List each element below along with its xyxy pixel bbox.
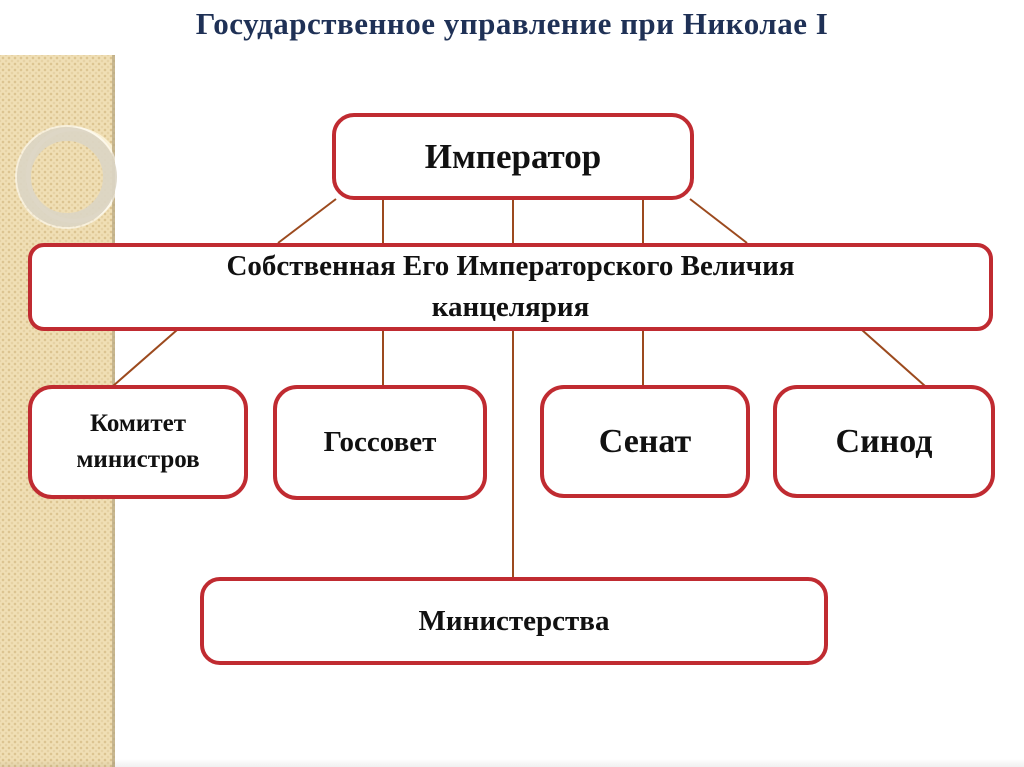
page-bottom-shadow <box>0 759 1024 767</box>
node-senate: Сенат <box>540 385 750 498</box>
node-label: Синод <box>835 422 933 460</box>
connector-line <box>861 329 926 387</box>
node-label: Сенат <box>598 422 692 460</box>
node-ministries: Министерства <box>200 577 828 665</box>
node-emperor: Император <box>332 113 694 200</box>
node-label-line: канцелярия <box>431 291 590 323</box>
node-label: Министерства <box>418 604 610 637</box>
node-committee-of-ministers: Комитет министров <box>28 385 248 499</box>
slide-title: Государственное управление при Николае I <box>195 6 829 41</box>
node-label-line: министров <box>76 446 200 473</box>
node-state-council: Госсовет <box>273 385 487 500</box>
connector-line <box>689 198 748 244</box>
node-label: Император <box>424 136 602 176</box>
node-synod: Синод <box>773 385 995 498</box>
node-label: Госсовет <box>323 426 437 458</box>
node-label-line: Собственная Его Императорского Величия <box>226 250 795 282</box>
node-chancellery: Собственная Его Императорского Величия к… <box>28 243 993 331</box>
node-label-line: Комитет <box>90 410 186 437</box>
connector-line <box>277 198 337 244</box>
connector-line <box>112 329 178 387</box>
